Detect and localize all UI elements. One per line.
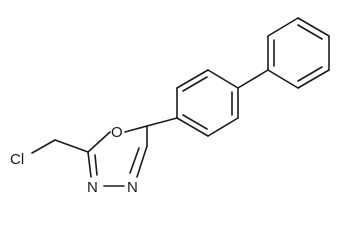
ring1-bond-2 bbox=[176, 69, 209, 89]
ring1-bond-5 bbox=[207, 117, 239, 137]
bond-biphenyl-link bbox=[237, 69, 269, 89]
molecule-svg: O N N Cl bbox=[10, 17, 330, 196]
ring2-bond-1 bbox=[267, 69, 299, 89]
nitrogen-right-label: N bbox=[127, 179, 138, 196]
bond-n3-c2-double bbox=[129, 147, 140, 174]
bond-n3-c2 bbox=[136, 145, 148, 178]
bond-c5-ch2 bbox=[54, 139, 89, 153]
bond-c5-n4 bbox=[87, 151, 92, 178]
oxygen-label: O bbox=[111, 124, 123, 141]
bond-c5-n4-double bbox=[94, 154, 98, 176]
ring2-inner-2 bbox=[297, 24, 323, 40]
chloromethyl-group bbox=[31, 139, 89, 154]
ring2-inner-1 bbox=[297, 66, 323, 82]
ring2-bond-5 bbox=[267, 17, 299, 37]
ring1-inner-3 bbox=[182, 114, 208, 130]
structure-diagram: O N N Cl bbox=[10, 17, 330, 196]
bond-o-c5 bbox=[87, 131, 111, 153]
ring1-bond-6 bbox=[176, 117, 209, 137]
ring1-inner-1 bbox=[182, 76, 208, 92]
ring2-bond-2 bbox=[297, 69, 330, 89]
ring2-bond-4 bbox=[297, 17, 330, 37]
ring1-bond-3 bbox=[207, 69, 239, 89]
chlorine-label: Cl bbox=[10, 151, 24, 168]
bond-o-c2 bbox=[124, 125, 148, 133]
benzene-ring-1 bbox=[176, 69, 239, 137]
benzene-ring-2 bbox=[267, 17, 330, 89]
oxadiazole-ring bbox=[87, 125, 148, 187]
nitrogen-left-label: N bbox=[87, 179, 98, 196]
bond-oxadiazole-phenyl bbox=[146, 117, 178, 127]
bond-ch2-cl bbox=[31, 139, 56, 154]
